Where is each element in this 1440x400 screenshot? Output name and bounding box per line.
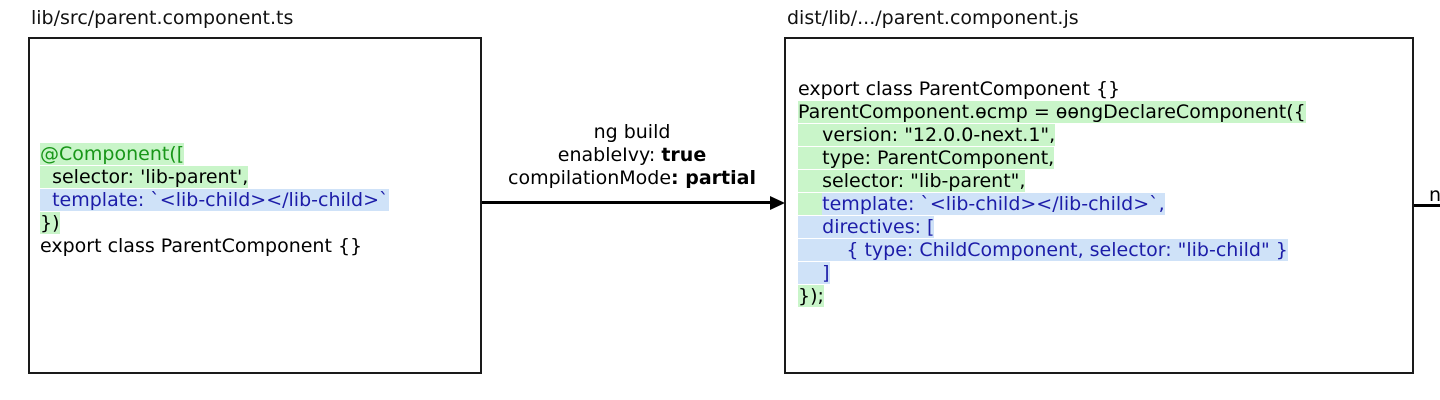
text-line: @Component([ [40, 143, 389, 166]
text-line: template: `<lib-child></lib-child>`, [798, 193, 1306, 216]
text-segment: : partial [671, 167, 756, 189]
text-line: { type: ChildComponent, selector: "lib-c… [798, 239, 1306, 262]
text-segment: template: `<lib-child></lib-child>` [40, 189, 389, 211]
text-segment: ng build [593, 121, 671, 143]
text-segment: directives: [ [798, 216, 935, 238]
text-line: type: ParentComponent, [798, 147, 1306, 170]
text-segment: version: "12.0.0-next.1", [798, 124, 1056, 146]
text-segment: }) [40, 212, 60, 234]
text-segment: template: `<lib-child></lib-child>`, [822, 193, 1165, 215]
right-code-box: export class ParentComponent {}ParentCom… [784, 37, 1414, 374]
text-line: ParentComponent.ɵcmp = ɵɵngDeclareCompon… [798, 101, 1306, 124]
text-segment: type: ParentComponent, [798, 147, 1055, 169]
text-segment: @Component([ [40, 143, 185, 165]
right-code-block: export class ParentComponent {}ParentCom… [798, 78, 1306, 308]
text-line: selector: 'lib-parent', [40, 166, 389, 189]
text-line: template: `<lib-child></lib-child>` [40, 189, 389, 212]
text-segment: export class ParentComponent {} [40, 235, 363, 257]
text-segment: selector: "lib-parent", [798, 170, 1026, 192]
text-segment: enableIvy: [557, 144, 662, 166]
text-segment: }); [798, 285, 824, 307]
text-segment: compilationMode [508, 167, 672, 189]
text-line: }) [40, 212, 389, 235]
text-line: enableIvy: true [482, 144, 782, 167]
text-segment: selector: 'lib-parent', [40, 166, 249, 188]
text-segment: true [661, 144, 707, 166]
text-segment: export class ParentComponent {} [798, 78, 1121, 100]
text-line: version: "12.0.0-next.1", [798, 124, 1306, 147]
build-arrow-line [482, 201, 772, 204]
left-code-box: @Component([ selector: 'lib-parent', tem… [28, 37, 482, 374]
text-segment: ] [798, 262, 830, 284]
text-line: export class ParentComponent {} [40, 235, 389, 258]
right-file-title: dist/lib/.../parent.component.js [787, 7, 1079, 29]
left-file-title: lib/src/parent.component.ts [31, 7, 294, 29]
text-line: ] [798, 262, 1306, 285]
text-line: export class ParentComponent {} [798, 78, 1306, 101]
clipped-arrow-line [1414, 204, 1440, 207]
text-segment: { type: ChildComponent, selector: "lib-c… [798, 239, 1288, 261]
text-line: directives: [ [798, 216, 1306, 239]
text-line: ng build [482, 121, 782, 144]
text-line: }); [798, 285, 1306, 308]
clipped-arrow-label: n [1429, 184, 1440, 206]
left-code-block: @Component([ selector: 'lib-parent', tem… [40, 143, 389, 258]
text-line: selector: "lib-parent", [798, 170, 1306, 193]
text-line: compilationMode: partial [482, 167, 782, 190]
text-segment: ParentComponent.ɵcmp = ɵɵngDeclareCompon… [798, 101, 1306, 123]
text-segment [798, 193, 823, 215]
build-arrow-head-icon [770, 195, 785, 210]
